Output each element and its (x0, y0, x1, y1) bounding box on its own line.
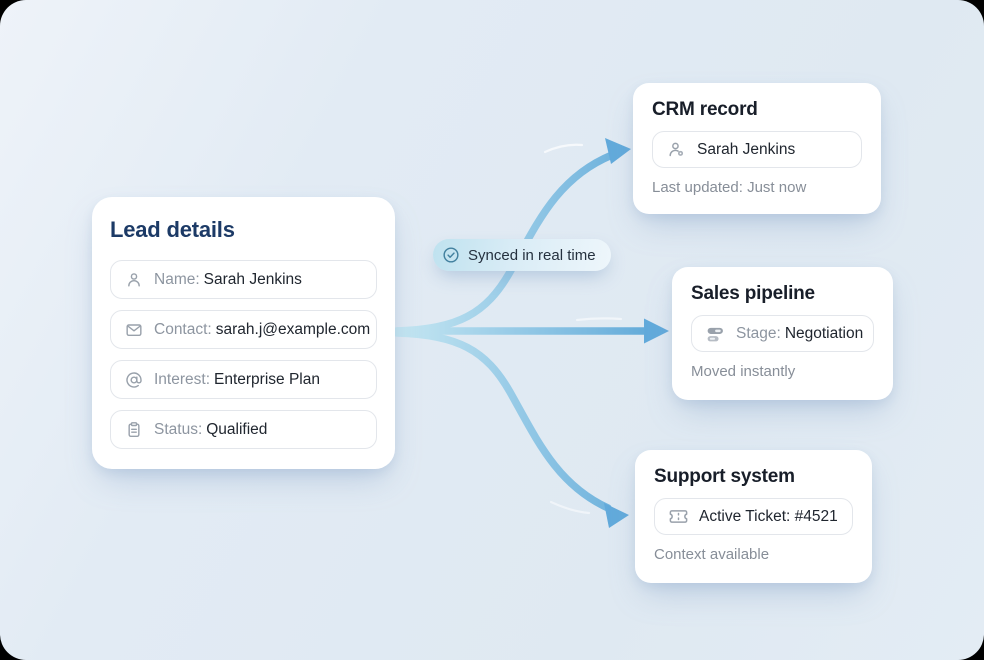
crm-record-card: CRM record Sarah Jenkins Last updated: J… (633, 83, 881, 214)
user-icon (124, 270, 144, 290)
sales-stage-row: Stage:Negotiation (691, 315, 874, 352)
at-sign-icon (124, 370, 144, 390)
arrowhead-sales (644, 318, 669, 344)
lead-field-contact: Contact:sarah.j@example.com (110, 310, 377, 349)
lead-details-card: Lead details Name:Sarah Jenkins Contact:… (92, 197, 395, 469)
field-value: Enterprise Plan (214, 370, 320, 388)
row-value: Negotiation (784, 324, 864, 342)
field-label: Interest: (154, 370, 210, 388)
arrow-to-support (393, 329, 612, 512)
synced-badge-label: Synced in real time (468, 246, 596, 264)
sales-pipeline-card: Sales pipeline Stage:Negotiation Moved i… (672, 267, 893, 400)
row-label: Stage: (736, 324, 781, 342)
arrow-shine (575, 317, 623, 322)
row-value: Sarah Jenkins (697, 140, 796, 158)
support-ticket-row: Active Ticket: #4521 (654, 498, 853, 535)
row-value: Active Ticket: #4521 (699, 507, 838, 525)
field-label: Contact: (154, 320, 212, 338)
arrow-shine (549, 500, 591, 515)
synced-badge: Synced in real time (433, 239, 611, 271)
field-label: Status: (154, 420, 203, 438)
pipeline-stages-icon (705, 323, 726, 344)
support-system-card: Support system Active Ticket: #4521 Cont… (635, 450, 872, 583)
lead-card-title: Lead details (110, 217, 235, 242)
crm-footnote: Last updated: Just now (652, 179, 807, 196)
clipboard-icon (124, 420, 144, 440)
field-value: sarah.j@example.com (215, 320, 371, 338)
field-value: Qualified (206, 420, 268, 438)
arrow-shine (543, 143, 584, 154)
support-footnote: Context available (654, 546, 770, 563)
arrowhead-support (604, 503, 629, 528)
field-value: Sarah Jenkins (203, 270, 302, 288)
sales-footnote: Moved instantly (691, 363, 796, 380)
crm-record-row: Sarah Jenkins (652, 131, 862, 168)
mail-icon (124, 320, 144, 340)
lead-field-name: Name:Sarah Jenkins (110, 260, 377, 299)
support-card-title: Support system (654, 466, 795, 487)
arrowhead-crm (605, 138, 631, 164)
crm-card-title: CRM record (652, 99, 758, 120)
check-circle-icon (442, 246, 460, 264)
lead-field-interest: Interest:Enterprise Plan (110, 360, 377, 399)
field-label: Name: (154, 270, 200, 288)
ticket-icon (668, 506, 689, 527)
sales-card-title: Sales pipeline (691, 283, 815, 304)
user-gear-icon (666, 139, 687, 160)
lead-field-status: Status:Qualified (110, 410, 377, 449)
